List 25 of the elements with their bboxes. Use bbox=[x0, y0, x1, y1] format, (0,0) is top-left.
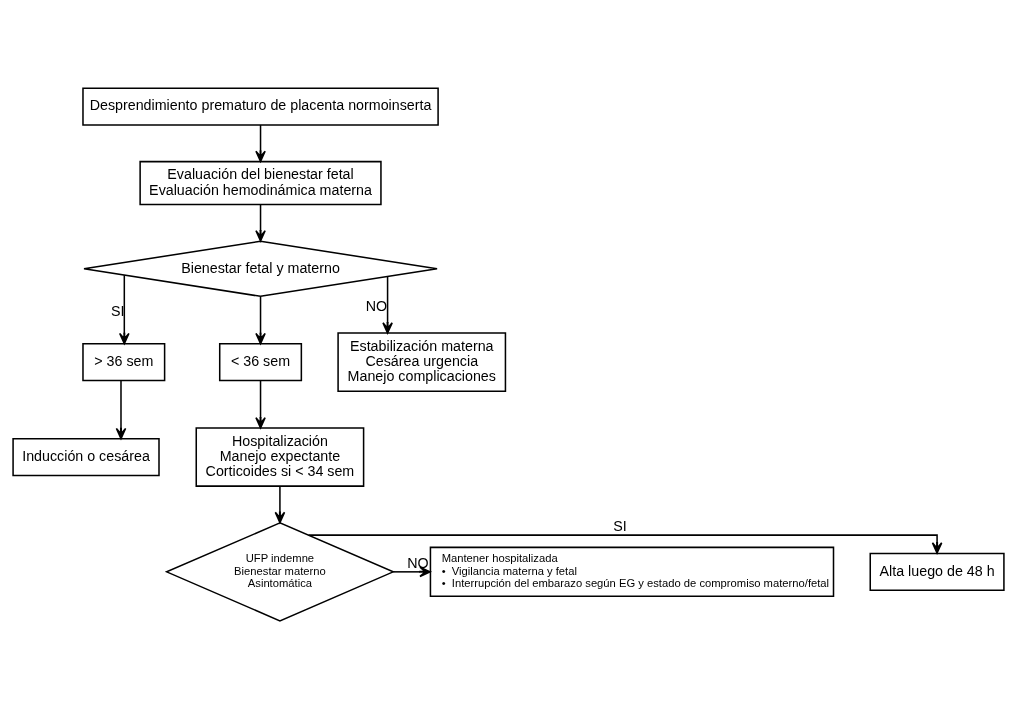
node-box: Alta luego de 48 h bbox=[868, 552, 1005, 591]
arrow bbox=[307, 534, 942, 554]
arrow bbox=[254, 124, 266, 163]
node-diamond: Bienestar fetal y materno bbox=[82, 240, 438, 298]
arrow bbox=[254, 380, 266, 429]
arrow bbox=[381, 275, 393, 334]
edge-label: NO bbox=[365, 298, 387, 315]
node-box: Hospitalización Manejo expectante Corticoides si < 34 sem bbox=[195, 427, 364, 487]
node-box: Estabilización materna Cesárea urgencia Manejo complicaciones bbox=[336, 332, 506, 392]
edge-label: SI bbox=[612, 518, 627, 535]
arrow bbox=[254, 203, 266, 242]
edge-label: NO bbox=[406, 554, 429, 571]
node-box: Evaluación del bienestar fetal Evaluación hemodinámica materna bbox=[138, 160, 382, 206]
node-box: Inducción o cesárea bbox=[11, 437, 160, 477]
node-box: < 36 sem bbox=[218, 343, 302, 382]
arrow bbox=[274, 485, 285, 524]
node-box: Desprendimiento prematuro de placenta normoinserta bbox=[81, 87, 439, 126]
arrow bbox=[392, 566, 431, 578]
edge-label: SI bbox=[110, 302, 124, 319]
arrow bbox=[115, 380, 126, 440]
node-box: Mantener hospitalizada • Vigilancia materna y fetal • Interrupción del embarazo según EG y estado de compromiso materno/fetal bbox=[429, 546, 834, 598]
node-diamond: UFP indemne Bienestar materno Asintomática bbox=[164, 522, 395, 622]
node-box: > 36 sem bbox=[81, 343, 165, 382]
arrow bbox=[254, 296, 266, 345]
arrow bbox=[118, 274, 130, 345]
